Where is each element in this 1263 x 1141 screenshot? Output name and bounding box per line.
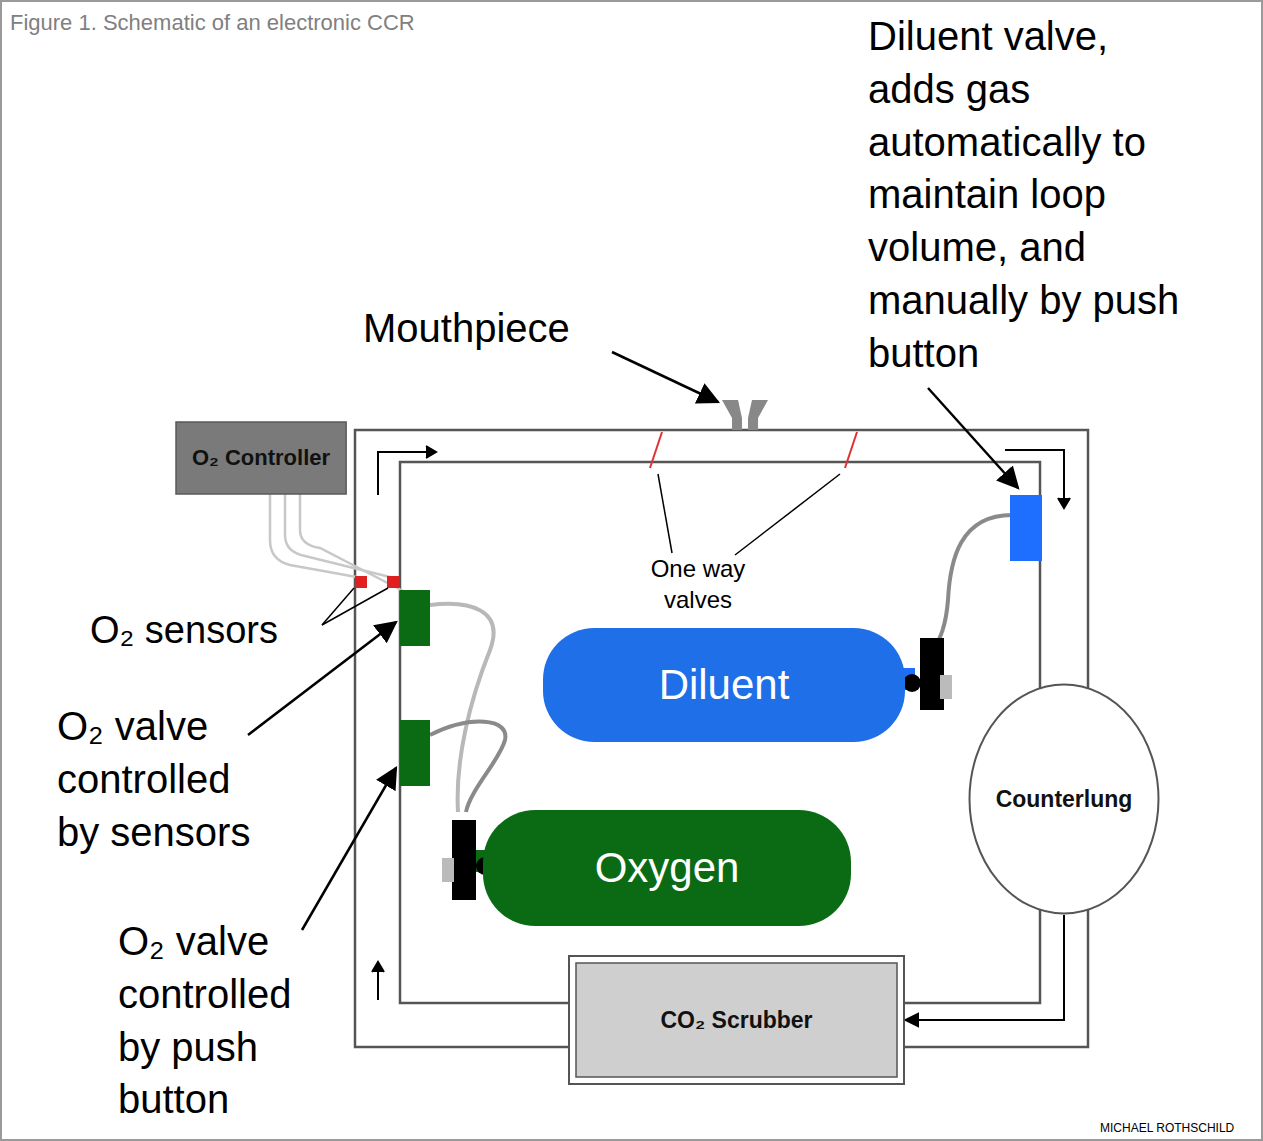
- leader-line: [322, 588, 354, 625]
- part-label: O₂ valve controlled by push button: [118, 915, 333, 1126]
- loop-flow-connector: [905, 915, 1064, 1020]
- credit-line: MICHAEL ROTHSCHILD: [1100, 1121, 1234, 1137]
- part-label: O₂ sensors: [90, 605, 278, 655]
- oxygen-cylinder: Oxygen: [483, 810, 851, 926]
- part-label: O₂ valve controlled by sensors: [57, 700, 272, 858]
- callout-note: Diluent valve, adds gas automatically to…: [868, 10, 1180, 380]
- counterlung-circle: Counterlung: [968, 683, 1160, 915]
- leader-line: [735, 474, 840, 555]
- sensor-wires: [270, 494, 405, 592]
- diluent-valve: [1010, 495, 1042, 561]
- node-label: Oxygen: [595, 844, 740, 892]
- o2-solenoid-valve: [400, 590, 430, 646]
- o2-manual-valve: [400, 720, 430, 786]
- mouthpiece: [722, 400, 742, 430]
- leader-line: [322, 588, 388, 625]
- mouthpiece: [748, 400, 768, 430]
- controller-box: O₂ Controller: [176, 422, 346, 494]
- one-way-valve: [650, 432, 662, 468]
- node-label: Diluent: [659, 661, 790, 709]
- node-label: CO₂ Scrubber: [660, 1007, 812, 1034]
- diluent-cylinder: Diluent: [543, 628, 905, 742]
- leader-line: [658, 474, 672, 553]
- scrubber-box: CO₂ Scrubber: [568, 955, 905, 1085]
- one-way-valve: [845, 432, 857, 468]
- o2-sensor: [355, 576, 367, 588]
- leader-arrow: [928, 388, 1018, 488]
- loop-tube-inner: [400, 462, 1040, 1003]
- leader-arrow: [612, 352, 718, 402]
- flow-arrows: [372, 446, 1070, 1000]
- diluent-hose: [935, 515, 1012, 645]
- oxygen-hose: [430, 604, 494, 812]
- diluent-cylinder-valve: [903, 638, 952, 710]
- oxygen-hose: [430, 722, 505, 812]
- leader-arrow: [302, 768, 396, 930]
- o2-sensor: [387, 576, 399, 588]
- figure-caption: Figure 1. Schematic of an electronic CCR: [10, 8, 415, 37]
- node-label: Counterlung: [996, 786, 1133, 813]
- part-label: Mouthpiece: [363, 302, 570, 355]
- node-label: O₂ Controller: [192, 445, 330, 471]
- part-label: One way valves: [628, 553, 768, 615]
- loop-tube-outer: [355, 430, 1088, 1047]
